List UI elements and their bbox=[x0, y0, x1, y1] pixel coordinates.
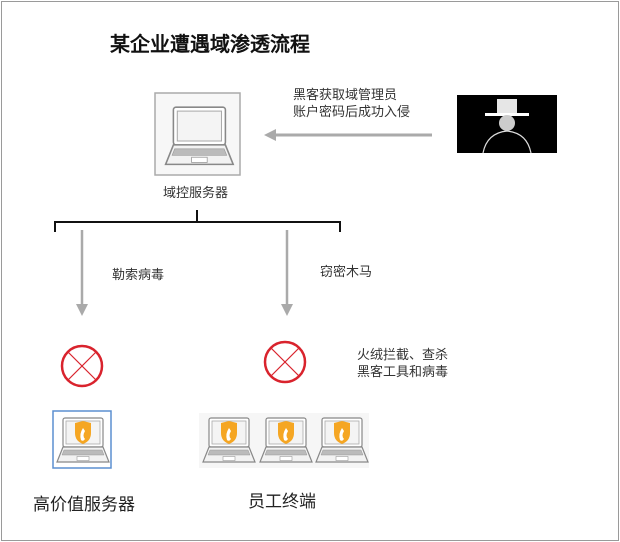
branch-label-ransomware: 勒索病毒 bbox=[112, 268, 165, 283]
attack-note-line1: 黑客获取域管理员 bbox=[293, 88, 398, 103]
server-label: 高价值服务器 bbox=[33, 495, 135, 515]
branch-arrow-trojan bbox=[281, 230, 293, 316]
attack-note-line2: 账户密码后成功入侵 bbox=[293, 105, 411, 120]
domain-controller-label: 域控服务器 bbox=[163, 186, 229, 201]
branch-bracket bbox=[54, 210, 341, 232]
branch-arrow-ransomware bbox=[76, 230, 88, 316]
blocked-icon bbox=[263, 340, 307, 384]
high-value-server bbox=[52, 410, 112, 469]
attack-arrow bbox=[264, 129, 432, 141]
domain-controller-box bbox=[154, 92, 241, 176]
endpoints-label: 员工终端 bbox=[248, 492, 316, 512]
protected-laptop-icon bbox=[202, 417, 256, 463]
protected-laptop-icon bbox=[259, 417, 313, 463]
diagram-title: 某企业遭遇域渗透流程 bbox=[110, 32, 310, 56]
laptop-icon bbox=[164, 106, 234, 166]
employee-endpoints bbox=[199, 413, 369, 468]
hacker-icon bbox=[457, 95, 557, 153]
block-note-line1: 火绒拦截、查杀 bbox=[357, 348, 449, 363]
block-note-line2: 黑客工具和病毒 bbox=[357, 365, 449, 380]
protected-laptop-icon bbox=[315, 417, 369, 463]
blocked-icon bbox=[60, 344, 104, 388]
branch-label-trojan: 窃密木马 bbox=[320, 265, 373, 280]
protected-laptop-icon bbox=[56, 417, 110, 463]
